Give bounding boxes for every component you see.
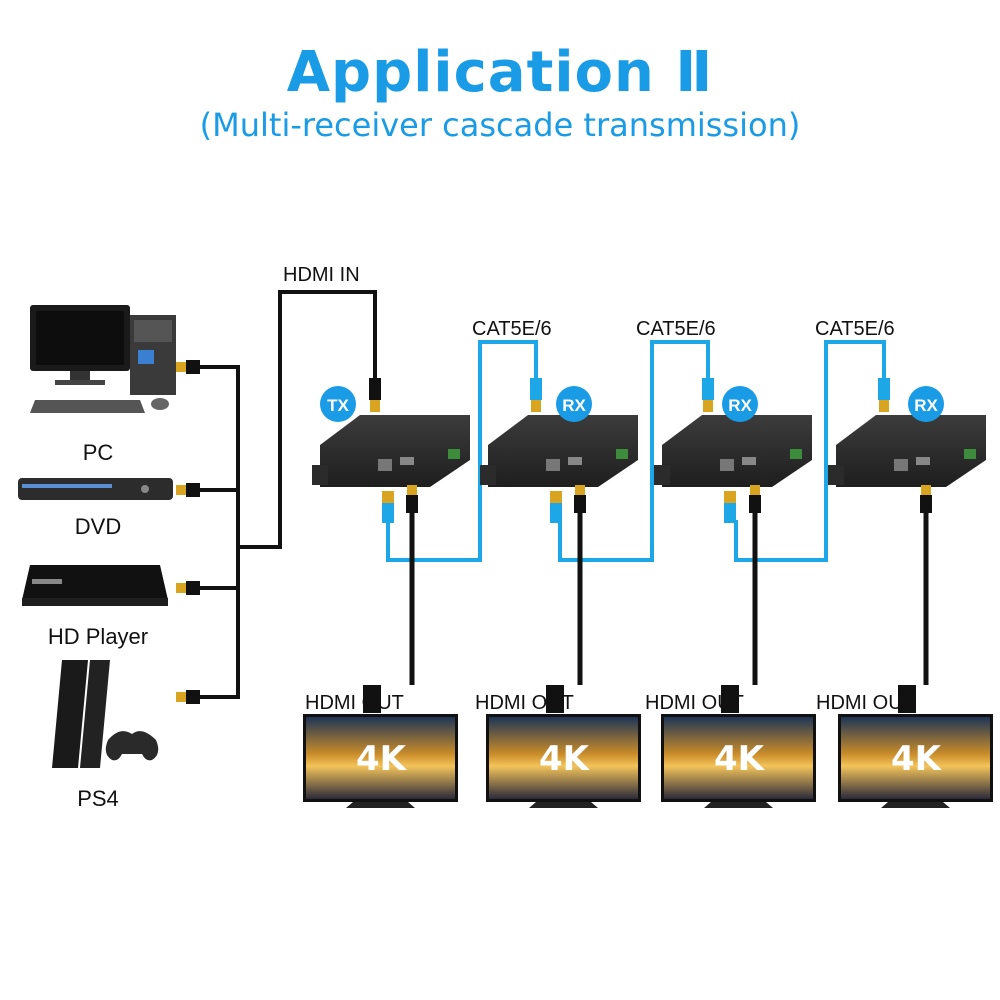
cable-label-2: CAT5E/6 (636, 318, 716, 340)
input-plug (878, 378, 890, 400)
cat-plug-tip (382, 491, 394, 503)
input-plug (369, 378, 381, 400)
hdmi-port (568, 457, 582, 465)
hdmi-out-plug-tip (407, 485, 417, 495)
tv-hdmi-plug (721, 685, 739, 713)
tv-screen-text: 4K (891, 739, 943, 779)
unit-badge-circle (556, 386, 592, 422)
extender-body (488, 415, 638, 487)
hdmi-in-label: HDMI IN (283, 264, 360, 286)
hdmi-port (916, 457, 930, 465)
mount-ear (312, 465, 328, 485)
input-plug-tip (879, 400, 889, 412)
hdmi-out-label-1: HDMI OUT (305, 692, 404, 714)
dvd-player (18, 478, 173, 500)
tv-screen-2: 4K (486, 685, 641, 808)
page-subtitle: (Multi-receiver cascade transmission) (199, 106, 801, 144)
mount-ear (828, 465, 844, 485)
unit-badge-text: RX (562, 396, 586, 415)
cat-plug (382, 503, 394, 523)
source-label-hd-player: HD Player (47, 624, 149, 649)
extender-body (320, 415, 470, 487)
extender-unit-1: TX (312, 378, 470, 523)
tv-hdmi-plug (363, 685, 381, 713)
cat-plug-tip (550, 491, 562, 503)
hdmi-out-plug-tip (575, 485, 585, 495)
cat-plug-tip (724, 491, 736, 503)
rj45-port (546, 459, 560, 471)
tv-display (306, 717, 455, 799)
input-plug (530, 378, 542, 400)
terminal-block (448, 449, 460, 459)
tv-display (664, 717, 813, 799)
unit-badge-circle (908, 386, 944, 422)
mount-ear (480, 465, 496, 485)
cable-label-3: CAT5E/6 (815, 318, 895, 340)
unit-badge-circle (320, 386, 356, 422)
input-plug (702, 378, 714, 400)
source-cable-bus (198, 290, 377, 699)
page-title: Application Ⅱ (286, 40, 714, 105)
input-plug-tip (531, 400, 541, 412)
hdmi-out-plug-tip (921, 485, 931, 495)
unit-badge-circle (722, 386, 758, 422)
tv-stand (529, 802, 598, 808)
rj45-port (720, 459, 734, 471)
tv-stand (704, 802, 773, 808)
tv-stand (881, 802, 950, 808)
hdmi-out-cables (409, 510, 929, 685)
mount-ear (654, 465, 670, 485)
hdmi-out-plug (406, 495, 418, 513)
extender-unit-3: RX (654, 378, 812, 523)
hdmi-port (742, 457, 756, 465)
tv-display (489, 717, 638, 799)
source-label-ps4: PS4 (77, 786, 119, 811)
extender-body (662, 415, 812, 487)
hdmi-out-label-2: HDMI OUT (475, 692, 574, 714)
extender-unit-4: RX (828, 378, 986, 513)
tv-screen-4: 4K (838, 685, 993, 808)
pc-computer (30, 305, 176, 413)
tv-screen-3: 4K (661, 685, 816, 808)
hdmi-out-label-3: HDMI OUT (645, 692, 744, 714)
input-plug-tip (703, 400, 713, 412)
tv-hdmi-plug (898, 685, 916, 713)
unit-badge-text: RX (914, 396, 938, 415)
cat-plug (724, 503, 736, 523)
hdmi-out-plug (749, 495, 761, 513)
tv-display (841, 717, 990, 799)
terminal-block (964, 449, 976, 459)
ps4-console (52, 660, 159, 768)
tv-stand (346, 802, 415, 808)
extender-body (836, 415, 986, 487)
cat-plug (550, 503, 562, 523)
cat-cable-links (386, 340, 886, 562)
unit-badge-text: RX (728, 396, 752, 415)
unit-badge-text: TX (327, 396, 349, 415)
hdmi-out-plug (920, 495, 932, 513)
hd-media-player (22, 565, 168, 606)
rj45-port (378, 459, 392, 471)
tv-screen-text: 4K (539, 739, 591, 779)
tv-screen-text: 4K (356, 739, 408, 779)
tv-screen-text: 4K (714, 739, 766, 779)
tv-screen-1: 4K (303, 685, 458, 808)
terminal-block (790, 449, 802, 459)
hdmi-out-label-4: HDMI OUT (816, 692, 915, 714)
source-label-pc: PC (82, 440, 114, 465)
extender-unit-2: RX (480, 378, 638, 523)
hdmi-out-plug-tip (750, 485, 760, 495)
source-hdmi-plugs (176, 360, 200, 704)
rj45-port (894, 459, 908, 471)
hdmi-out-plug (574, 495, 586, 513)
cable-label-1: CAT5E/6 (472, 318, 552, 340)
source-label-dvd: DVD (74, 514, 122, 539)
tv-hdmi-plug (546, 685, 564, 713)
terminal-block (616, 449, 628, 459)
input-plug-tip (370, 400, 380, 412)
hdmi-port (400, 457, 414, 465)
